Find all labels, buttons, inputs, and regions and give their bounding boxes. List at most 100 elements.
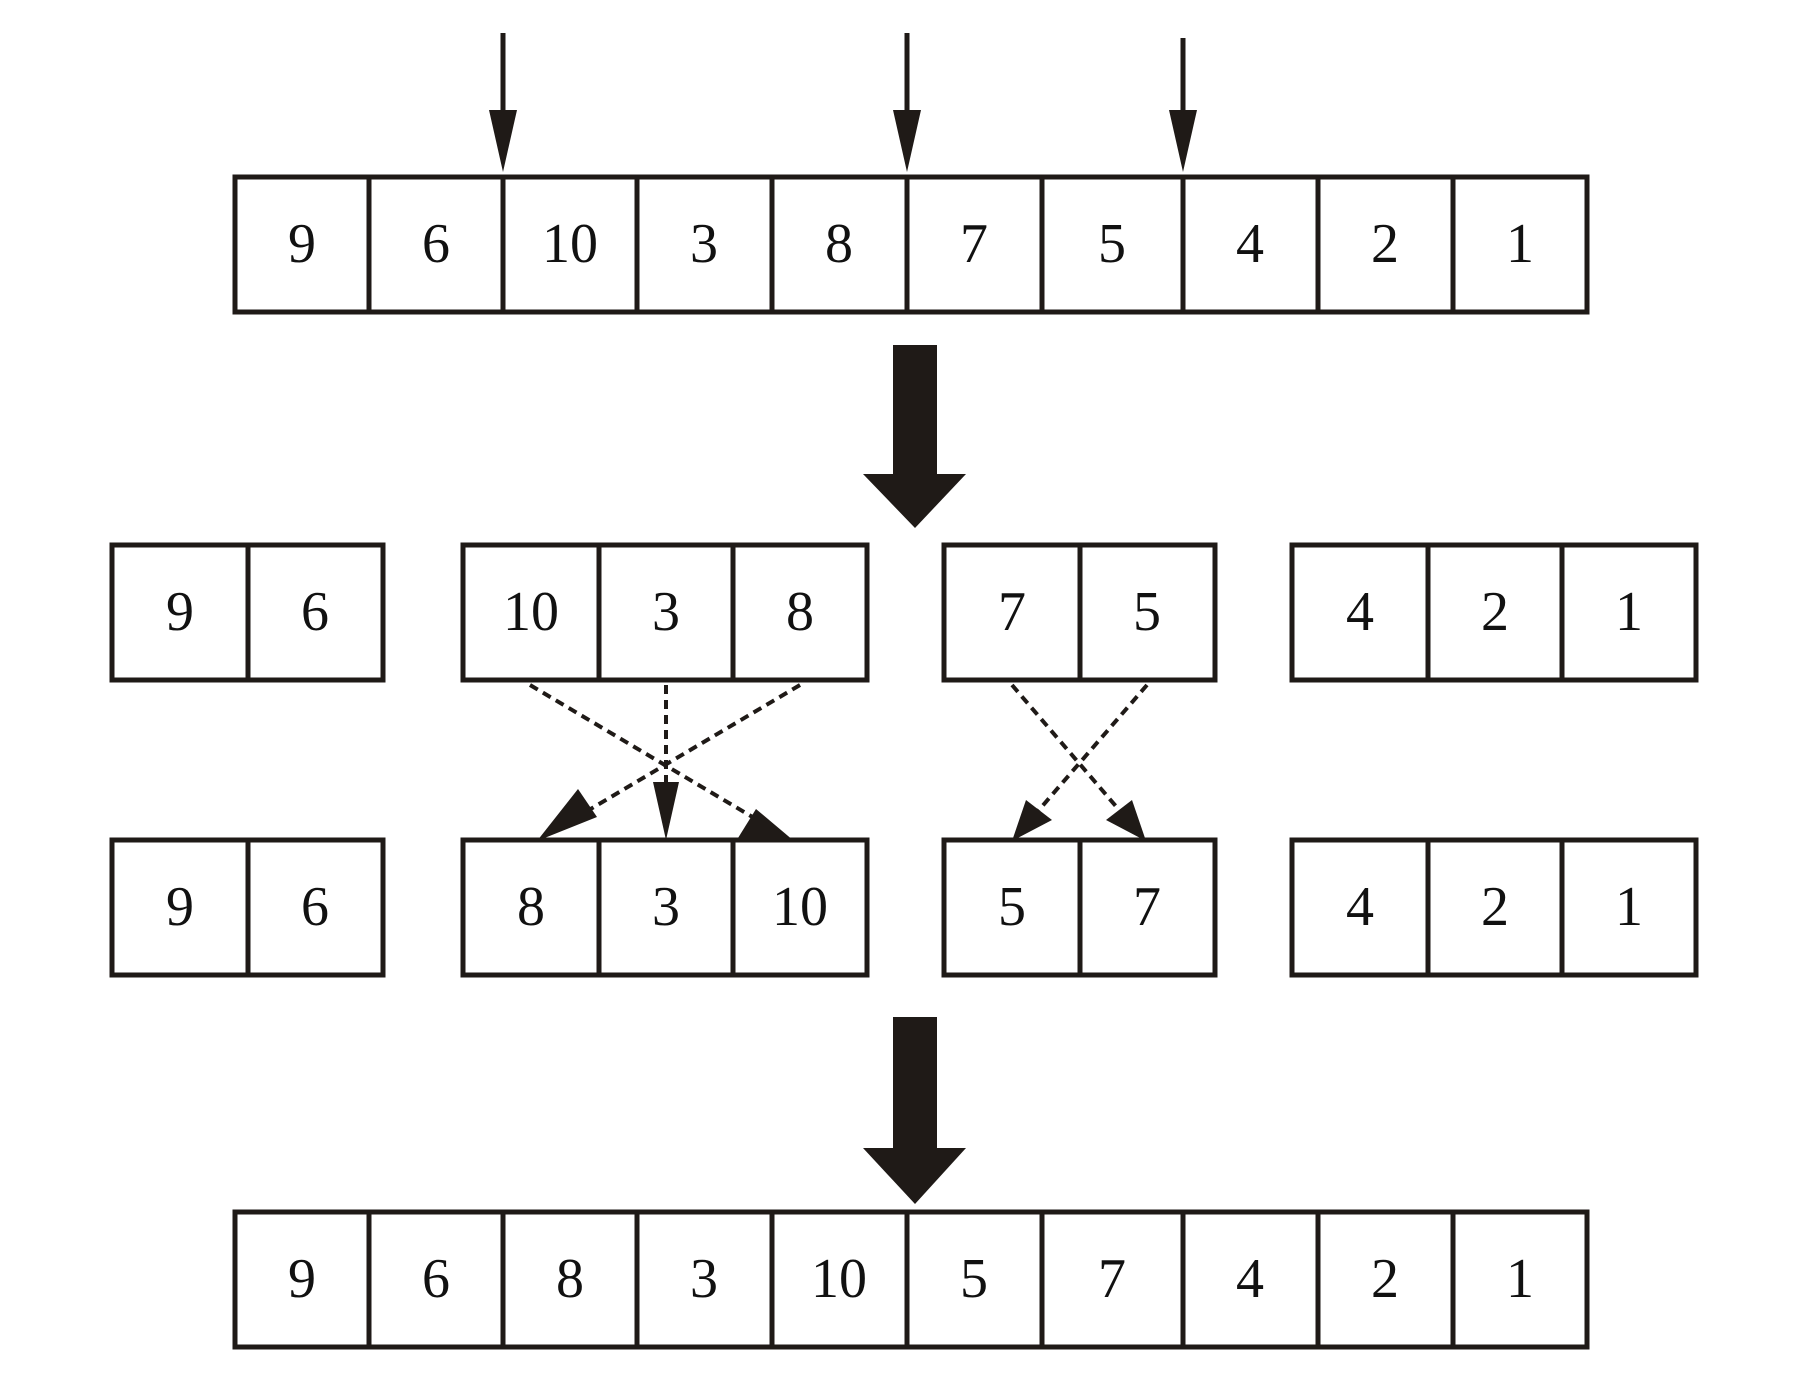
segment-box: 10 3 8 xyxy=(460,542,870,683)
cell: 10 xyxy=(500,174,640,315)
cell-value: 6 xyxy=(301,581,329,643)
cell: 2 xyxy=(1315,1209,1456,1350)
cell: 2 xyxy=(1425,542,1565,683)
cell: 2 xyxy=(1425,837,1565,978)
row-split: 9 6 10 3 8 7 5 4 2 1 xyxy=(109,542,1699,683)
cell-value: 9 xyxy=(166,581,194,643)
cell-value: 4 xyxy=(1346,581,1374,643)
transition-arrow-down xyxy=(863,345,966,528)
cell-value: 4 xyxy=(1236,213,1264,275)
cell-value: 2 xyxy=(1371,1248,1399,1310)
cell-value: 3 xyxy=(652,876,680,938)
cell-value: 2 xyxy=(1371,213,1399,275)
breakpoint-arrow xyxy=(1169,38,1197,172)
cell: 4 xyxy=(1180,174,1321,315)
cell: 6 xyxy=(366,174,506,315)
cell-value: 8 xyxy=(556,1248,584,1310)
cell-value: 10 xyxy=(503,581,559,643)
cell-value: 5 xyxy=(960,1248,988,1310)
cell: 7 xyxy=(1077,837,1218,978)
cell-value: 5 xyxy=(1098,213,1126,275)
cell: 5 xyxy=(904,1209,1045,1350)
cell: 4 xyxy=(1289,542,1431,683)
cell-value: 6 xyxy=(422,1248,450,1310)
cell-value: 10 xyxy=(542,213,598,275)
row-original: 9 6 10 3 8 7 5 4 2 1 xyxy=(232,174,1590,315)
cell-value: 1 xyxy=(1506,1248,1534,1310)
cell-value: 4 xyxy=(1346,876,1374,938)
cell: 7 xyxy=(941,542,1083,683)
cell: 3 xyxy=(596,542,736,683)
cell-value: 10 xyxy=(772,876,828,938)
cell: 1 xyxy=(1559,837,1699,978)
row-reversed: 9 6 8 3 10 5 7 4 2 1 xyxy=(109,837,1699,978)
cell: 7 xyxy=(904,174,1045,315)
cell-value: 9 xyxy=(288,1248,316,1310)
cell-value: 2 xyxy=(1481,876,1509,938)
cell: 6 xyxy=(245,542,386,683)
cell-value: 10 xyxy=(811,1248,867,1310)
cell: 8 xyxy=(769,174,910,315)
cell: 1 xyxy=(1559,542,1699,683)
cell: 1 xyxy=(1450,1209,1590,1350)
dashed-arrow xyxy=(537,683,802,841)
cell-value: 5 xyxy=(998,876,1026,938)
cell-value: 6 xyxy=(301,876,329,938)
cell: 6 xyxy=(366,1209,506,1350)
cell-value: 7 xyxy=(960,213,988,275)
cell-value: 8 xyxy=(825,213,853,275)
segment-box: 4 2 1 xyxy=(1289,837,1699,978)
cell-value: 1 xyxy=(1615,876,1643,938)
cell-value: 7 xyxy=(998,581,1026,643)
reversal-arrows-segment-3 xyxy=(1010,683,1149,841)
cell: 4 xyxy=(1289,837,1431,978)
cell-value: 5 xyxy=(1133,581,1161,643)
cell: 5 xyxy=(941,837,1083,978)
cell-value: 1 xyxy=(1506,213,1534,275)
reversal-arrows-segment-2 xyxy=(528,683,802,841)
segment-box: 7 5 xyxy=(941,542,1218,683)
cell-value: 7 xyxy=(1133,876,1161,938)
dashed-arrow xyxy=(1010,683,1146,841)
cell: 3 xyxy=(634,174,775,315)
cell-value: 4 xyxy=(1236,1248,1264,1310)
segment-box: 9 6 8 3 10 5 7 4 2 1 xyxy=(232,1209,1590,1350)
cell-value: 1 xyxy=(1615,581,1643,643)
cell: 9 xyxy=(232,1209,372,1350)
cell: 8 xyxy=(730,542,870,683)
cell: 10 xyxy=(769,1209,910,1350)
cell-value: 8 xyxy=(517,876,545,938)
cell: 4 xyxy=(1180,1209,1321,1350)
row-result: 9 6 8 3 10 5 7 4 2 1 xyxy=(232,1209,1590,1350)
breakpoint-arrow xyxy=(893,33,921,172)
cell: 8 xyxy=(460,837,602,978)
cell-value: 7 xyxy=(1098,1248,1126,1310)
segment-box: 9 6 xyxy=(109,542,386,683)
cell-value: 2 xyxy=(1481,581,1509,643)
cell: 5 xyxy=(1039,174,1186,315)
cell: 9 xyxy=(232,174,372,315)
transition-arrow-down xyxy=(863,1017,966,1204)
segment-box: 9 6 xyxy=(109,837,386,978)
cell: 3 xyxy=(596,837,736,978)
cell: 9 xyxy=(109,837,251,978)
dashed-arrow xyxy=(653,685,679,840)
cell-value: 9 xyxy=(166,876,194,938)
dashed-arrow xyxy=(528,683,794,841)
cell: 3 xyxy=(634,1209,775,1350)
segment-box: 5 7 xyxy=(941,837,1218,978)
cell: 7 xyxy=(1039,1209,1186,1350)
cell-value: 9 xyxy=(288,213,316,275)
cell: 2 xyxy=(1315,174,1456,315)
cell-value: 3 xyxy=(652,581,680,643)
cell: 5 xyxy=(1077,542,1218,683)
breakpoint-pointers xyxy=(489,33,1197,172)
cell-value: 3 xyxy=(690,1248,718,1310)
cell: 10 xyxy=(460,542,602,683)
dashed-arrow xyxy=(1012,683,1149,841)
cell: 1 xyxy=(1450,174,1590,315)
cell: 9 xyxy=(109,542,251,683)
cell: 8 xyxy=(500,1209,640,1350)
segment-box: 9 6 10 3 8 7 5 4 2 1 xyxy=(232,174,1590,315)
